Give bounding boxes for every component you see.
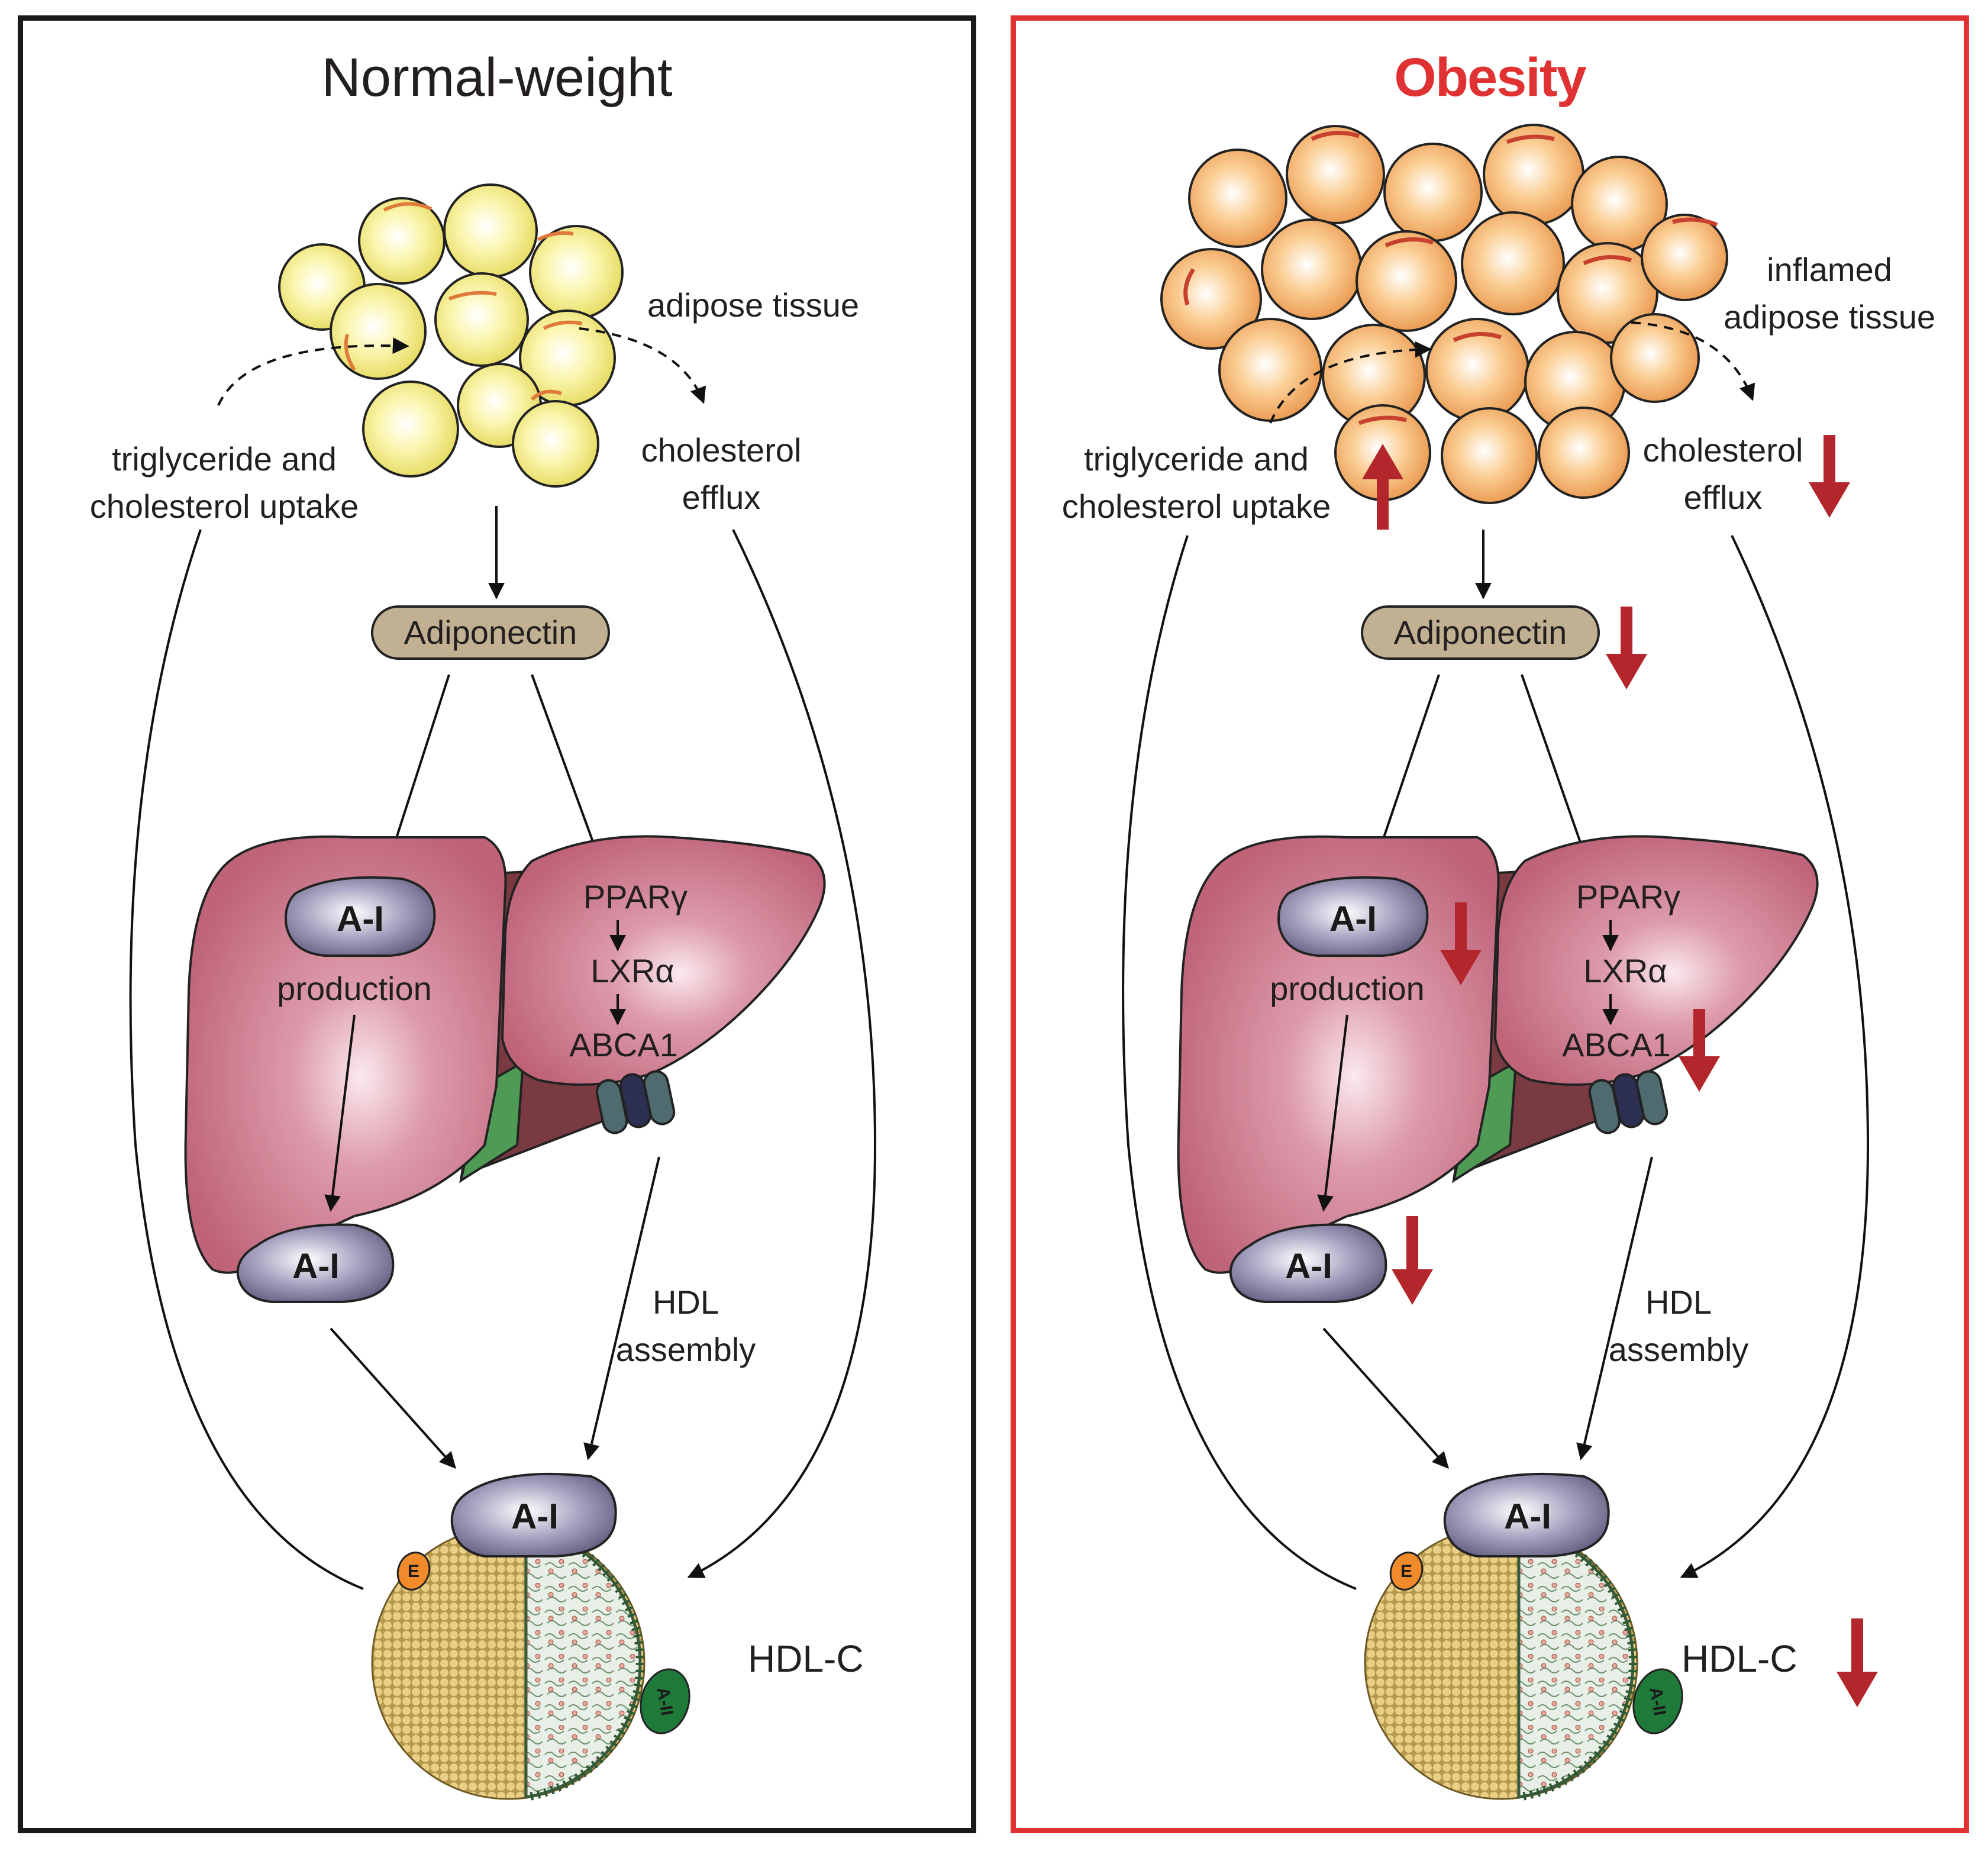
efflux-label-line2: efflux	[682, 479, 761, 516]
uptake-label-line1: triglyceride and	[112, 440, 337, 478]
abca1-label: ABCA1	[569, 1026, 678, 1063]
ppar-label: PPARγ	[583, 878, 688, 915]
hdl-apo-ai-label: A-I	[1504, 1497, 1551, 1536]
adiponectin-decrease-arrow	[1606, 607, 1647, 689]
apo-ai-bottom-label: A-I	[292, 1246, 340, 1286]
hdl-apo-ai-label: A-I	[511, 1497, 559, 1536]
hdlc-label: HDL-C	[1682, 1637, 1797, 1680]
abca1-label: ABCA1	[1562, 1026, 1671, 1063]
apo-ai-top-label: A-I	[1329, 899, 1377, 939]
inflamed-label-line2: adipose tissue	[1724, 298, 1935, 336]
hdl-particle	[371, 1524, 690, 1801]
uptake-increase-arrow	[1362, 444, 1403, 530]
uptake-label-line1: triglyceride and	[1084, 440, 1309, 478]
efflux-to-hdl-arc	[1680, 535, 1870, 1578]
uptake-dashed-arrow	[1269, 341, 1432, 424]
hdlc-decrease-arrow	[1837, 1618, 1878, 1707]
ai-secretion-decrease-arrow	[1392, 1216, 1433, 1305]
liver-illustration	[1177, 835, 1819, 1274]
production-arrow	[1317, 1014, 1348, 1212]
hdl-assembly-line2: assembly	[616, 1331, 756, 1368]
ai-production-decrease-arrow	[1440, 902, 1482, 985]
hdl-apo-ai	[1443, 1472, 1610, 1557]
apo-ai-top-label: A-I	[337, 899, 384, 939]
uptake-label-line2: cholesterol uptake	[1062, 488, 1331, 525]
ppar-label: PPARγ	[1576, 878, 1680, 915]
efflux-dashed-arrow	[1631, 321, 1755, 401]
hdl-apo-ai	[450, 1472, 617, 1557]
hdl-assembly-line1: HDL	[1645, 1284, 1712, 1321]
hdl-assembly-arrow	[1576, 1156, 1653, 1460]
inflamed-adipose-tissue-illustration	[1160, 124, 1728, 504]
apo-ai-bottom-label: A-I	[1285, 1246, 1332, 1286]
hdl-particle	[1364, 1524, 1683, 1801]
adipose-label: adipose tissue	[647, 286, 859, 324]
adiponectin-label: Adiponectin	[404, 614, 577, 651]
apo-ai-bottom	[236, 1223, 395, 1303]
apo-ai-top	[285, 876, 436, 957]
lxr-label: LXRα	[590, 952, 674, 989]
abca1-transporter	[1588, 1070, 1668, 1134]
production-arrow	[324, 1014, 356, 1212]
hdl-assembly-arrow	[583, 1156, 660, 1460]
adiponectin-to-ppar-arrow	[531, 674, 603, 863]
apo-ai-top	[1277, 876, 1429, 957]
production-label: production	[1270, 970, 1425, 1007]
uptake-dashed-arrow	[217, 337, 409, 406]
adipose-tissue-illustration	[278, 183, 624, 488]
normal-weight-panel: Normal-weight	[18, 15, 976, 1833]
efflux-label-line1: cholesterol	[641, 431, 802, 469]
obesity-panel: Obesity	[1011, 15, 1969, 1833]
efflux-label-line2: efflux	[1684, 479, 1763, 516]
uptake-return-arc	[1122, 535, 1357, 1590]
hdl-assembly-line1: HDL	[653, 1284, 719, 1321]
inflamed-label-line1: inflamed	[1767, 251, 1892, 288]
efflux-decrease-arrow	[1809, 435, 1850, 518]
adiponectin-pill	[371, 605, 610, 660]
efflux-label-line1: cholesterol	[1643, 431, 1803, 469]
adiponectin-label: Adiponectin	[1394, 614, 1567, 651]
production-label: production	[277, 970, 432, 1007]
efflux-dashed-arrow	[579, 327, 706, 404]
abca1-transporter	[595, 1070, 676, 1134]
panel-title: Normal-weight	[321, 47, 673, 108]
uptake-return-arc	[129, 529, 364, 1590]
adiponectin-pill	[1361, 605, 1600, 660]
hdl-assembly-line2: assembly	[1609, 1331, 1749, 1368]
lxr-label: LXRα	[1583, 952, 1667, 989]
apo-ai-bottom	[1229, 1223, 1387, 1303]
hdlc-label: HDL-C	[748, 1637, 864, 1680]
obesity-pathway-diagram: inflamed adipose tissue triglyceride and…	[1062, 124, 1935, 1801]
adiponectin-to-ppar-arrow	[1521, 674, 1590, 863]
apoe-badge-label: E	[408, 1562, 419, 1581]
uptake-label-line2: cholesterol uptake	[90, 488, 359, 525]
apoe-badge-label: E	[1400, 1562, 1412, 1581]
panel-title: Obesity	[1394, 47, 1586, 108]
normal-pathway-diagram: adipose tissue triglyceride and choleste…	[90, 183, 877, 1801]
ai-to-hdl-arrow	[330, 1327, 456, 1469]
liver-illustration	[184, 835, 826, 1274]
adiponectin-to-production-arrow	[386, 674, 450, 860]
efflux-to-hdl-arc	[687, 529, 877, 1578]
ai-to-hdl-arrow	[1322, 1327, 1449, 1469]
adiponectin-to-production-arrow	[1373, 674, 1440, 860]
abca1-decrease-arrow	[1679, 1009, 1720, 1092]
